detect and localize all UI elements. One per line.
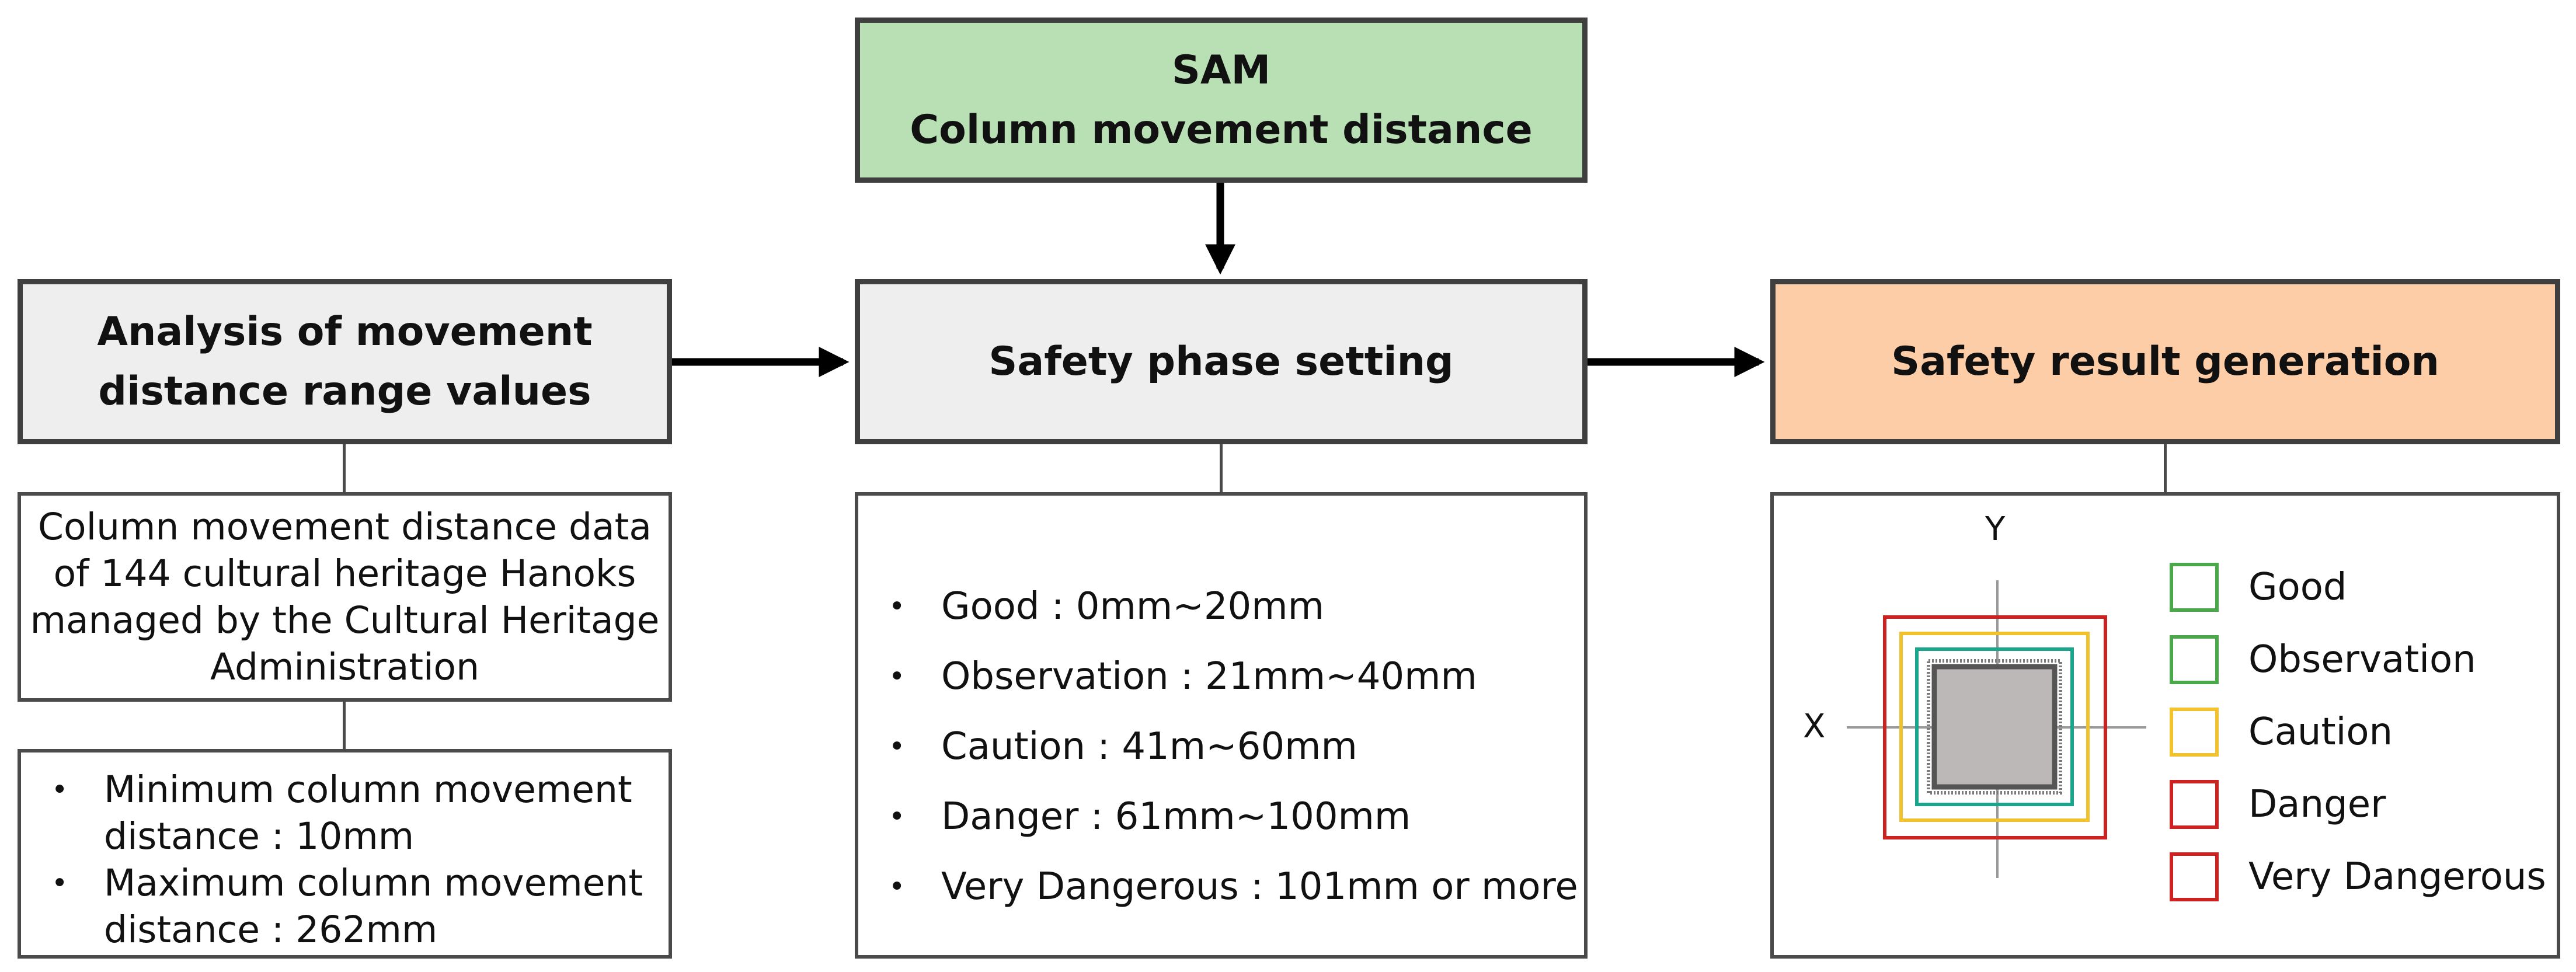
legend-swatch-very-dangerous	[2170, 852, 2219, 901]
very-dangerous-ring	[1883, 615, 2107, 839]
phase-item: Very Dangerous : 101mm or more	[858, 852, 1584, 922]
column-square	[1931, 664, 2058, 790]
analysis-data-line: of 144 cultural heritage Hanoks	[53, 552, 636, 595]
legend-label-good: Good	[2248, 566, 2347, 609]
legend-swatch-danger	[2170, 780, 2219, 829]
minmax-item-line2: distance : 262mm	[104, 908, 438, 951]
minmax-item-line1: Maximum column movement	[104, 862, 643, 904]
legend-swatch-caution	[2170, 708, 2219, 757]
analysis-data-line: Administration	[210, 645, 479, 688]
safety-result-title: Safety result generation	[1891, 338, 2439, 385]
phase-item: Caution : 41m~60mm	[858, 712, 1584, 782]
result-figure-box: Y X Good Observation Caution Danger Very…	[1770, 492, 2560, 959]
legend-label-danger: Danger	[2248, 783, 2386, 826]
connector-analysis-detail	[343, 444, 346, 493]
analysis-box: Analysis of movement distance range valu…	[18, 279, 672, 444]
column-safety-figure	[1847, 580, 2146, 878]
sam-box-title: SAM	[1171, 47, 1271, 93]
axis-x-label: X	[1803, 708, 1826, 745]
legend-swatch-observation	[2170, 635, 2219, 684]
caution-ring	[1899, 632, 2090, 822]
analysis-data-line: managed by the Cultural Heritage	[30, 598, 660, 642]
minmax-list: .mm li::before {} Minimum column movemen…	[21, 767, 669, 953]
analysis-data-line: Column movement distance data	[38, 505, 652, 548]
phase-item: Danger : 61mm~100mm	[858, 782, 1584, 852]
phase-list-box: Good : 0mm~20mm Observation : 21mm~40mm …	[855, 492, 1588, 959]
minmax-item: .mm li::before {} Minimum column movemen…	[21, 767, 669, 860]
legend-label-caution: Caution	[2248, 710, 2393, 754]
sam-box-subtitle: Column movement distance	[910, 106, 1533, 153]
phase-item: Observation : 21mm~40mm	[858, 642, 1584, 712]
connector-phase-detail	[1220, 444, 1223, 493]
analysis-minmax-box: .mm li::before {} Minimum column movemen…	[18, 749, 672, 959]
legend-label-very-dangerous: Very Dangerous	[2248, 855, 2546, 898]
legend-swatch-good	[2170, 563, 2219, 612]
column-dotted-outline	[1927, 659, 2062, 795]
analysis-data-description: Column movement distance data of 144 cul…	[18, 492, 672, 702]
safety-phase-box: Safety phase setting	[855, 279, 1588, 444]
safety-phase-title: Safety phase setting	[988, 338, 1454, 385]
phase-list: Good : 0mm~20mm Observation : 21mm~40mm …	[858, 572, 1584, 922]
legend-label-observation: Observation	[2248, 638, 2476, 681]
analysis-box-line2: distance range values	[98, 368, 591, 414]
observation-ring	[1915, 647, 2074, 806]
axis-y-label: Y	[1985, 510, 2006, 548]
connector-result-detail	[2164, 444, 2167, 493]
minmax-item-line1: Minimum column movement	[104, 768, 632, 811]
connector-analysis-minmax	[343, 702, 346, 750]
phase-item: Good : 0mm~20mm	[858, 572, 1584, 642]
analysis-box-line1: Analysis of movement	[97, 308, 593, 355]
minmax-item-line2: distance : 10mm	[104, 815, 415, 858]
minmax-item: Maximum column movement distance : 262mm	[21, 860, 669, 953]
safety-result-box: Safety result generation	[1770, 279, 2560, 444]
sam-box: SAM Column movement distance	[855, 18, 1588, 183]
